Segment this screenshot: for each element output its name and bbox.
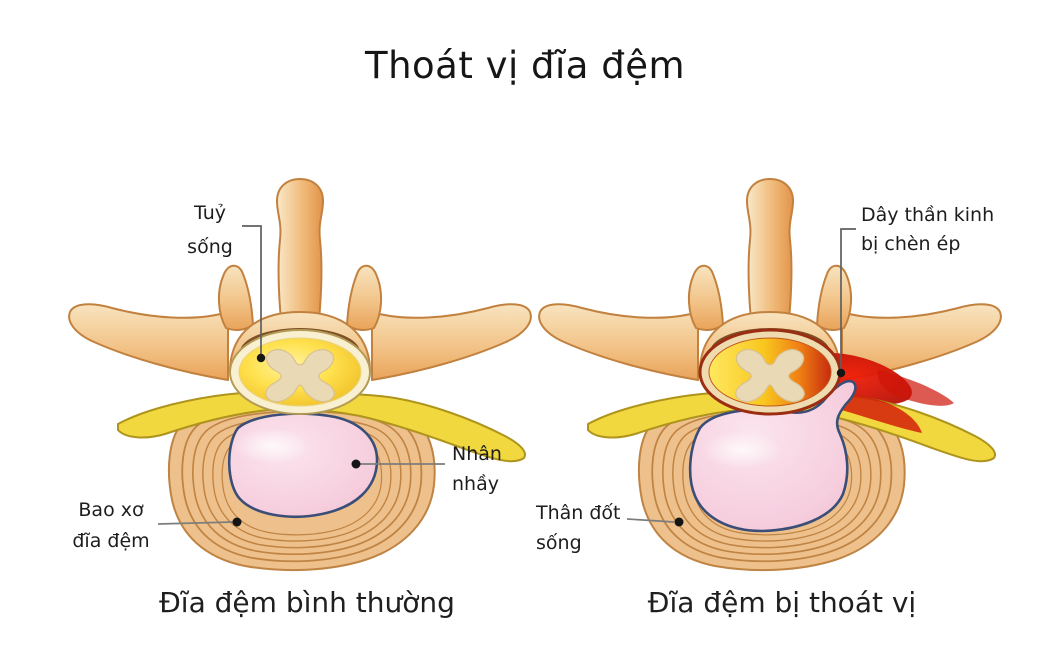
nucleus-highlight	[702, 431, 782, 469]
label-spinal-cord-line2: sống	[187, 236, 233, 258]
normal-vertebra-illustration	[68, 178, 532, 570]
label-vertebral-body-line2: sống	[536, 532, 582, 554]
label-spinal-cord-line1: Tuỷ	[193, 202, 226, 224]
callout-dots-herniated	[674, 368, 846, 527]
callout-lines-normal	[157, 225, 445, 525]
label-compressed-nerve-line1: Dây thần kinh	[861, 204, 995, 226]
nucleus-highlight	[234, 428, 310, 464]
herniated-vertebra-illustration	[538, 178, 1002, 570]
label-compressed-nerve: Dây thần kinh bị chèn ép	[861, 201, 994, 259]
label-annulus-line2: đĩa đệm	[72, 530, 150, 552]
callout-dots-normal	[232, 353, 361, 527]
label-nucleus-pulposus: Nhân nhầy	[452, 439, 502, 499]
caption-normal-disc: Đĩa đệm bình thường	[159, 586, 455, 619]
caption-herniated-disc: Đĩa đệm bị thoát vị	[647, 586, 917, 619]
label-vertebral-body: Thân đốt sống	[536, 498, 621, 558]
callout-lines-herniated	[626, 228, 856, 523]
label-nucleus-line2: nhầy	[452, 473, 499, 495]
label-spinal-cord: Tuỷ sống	[160, 196, 260, 264]
label-annulus-fibrosus: Bao xơ đĩa đệm	[54, 495, 168, 557]
label-compressed-nerve-line2: bị chèn ép	[861, 233, 961, 255]
label-vertebral-body-line1: Thân đốt	[536, 502, 621, 524]
compressed-spinal-canal	[698, 328, 842, 416]
label-nucleus-line1: Nhân	[452, 443, 502, 465]
spinal-canal	[229, 329, 371, 415]
page-title: Thoát vị đĩa đệm	[364, 44, 686, 87]
label-annulus-line1: Bao xơ	[78, 499, 144, 521]
